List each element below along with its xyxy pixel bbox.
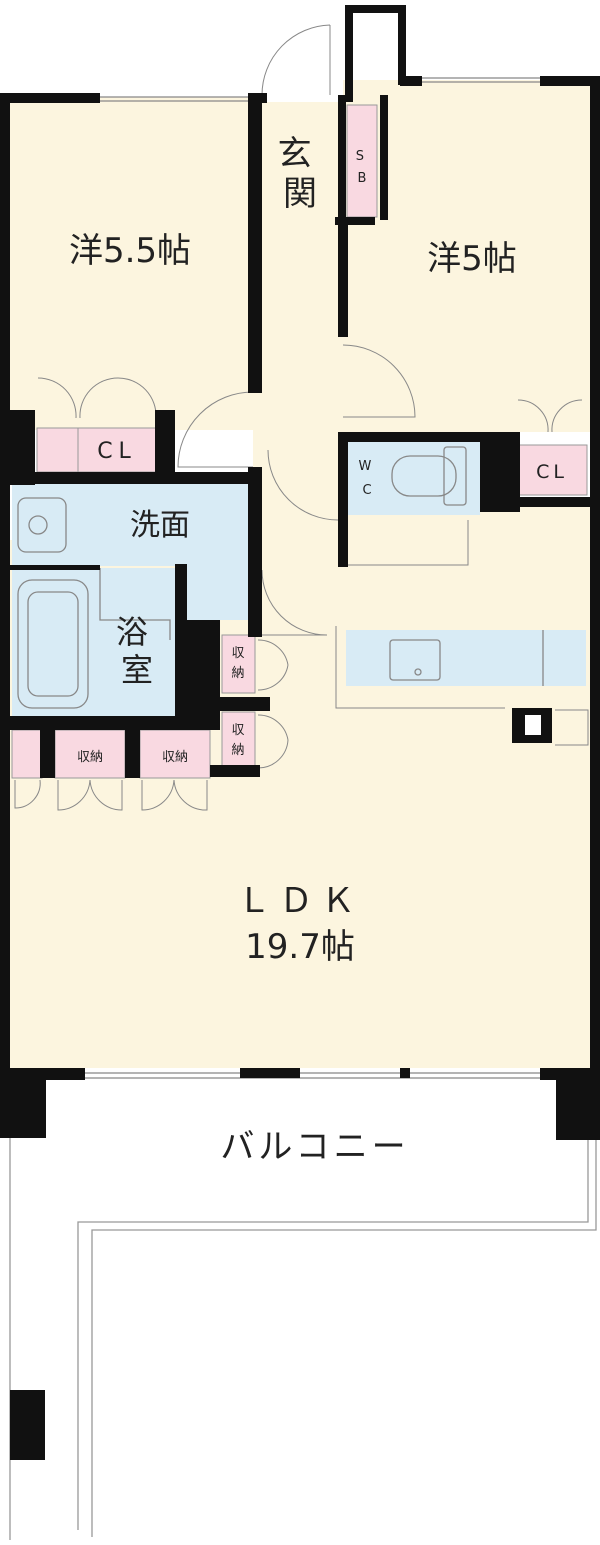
entrance-label: 玄 関 — [278, 134, 323, 214]
storage-hall-1 — [221, 634, 256, 694]
balcony-rails — [9, 1100, 597, 1540]
washbasin — [17, 497, 67, 553]
bathroom-label: 浴 室 — [116, 613, 158, 689]
room-fills — [10, 80, 590, 1068]
shoebox-label: S B — [356, 149, 368, 186]
svg-text:収納: 収納 — [162, 750, 188, 765]
door-swings — [14, 24, 589, 811]
storage-labels: 収納 収納 収納 収納 — [77, 646, 245, 765]
western-left-room — [10, 97, 253, 430]
storage-bottom-1 — [54, 729, 126, 779]
toilet-label: W C — [359, 459, 376, 498]
western-left-label: 洋5.5帖 — [69, 231, 191, 271]
ldk-label: ＬＤＫ — [237, 881, 363, 921]
entrance-room — [262, 102, 343, 227]
bathtub — [17, 579, 89, 709]
toilet-bowl — [391, 455, 457, 497]
storage-blocks — [11, 104, 588, 779]
svg-text:S B: S B — [356, 149, 368, 186]
closet-left-label: CL — [97, 439, 137, 464]
walls — [0, 5, 600, 1460]
svg-text:収納: 収納 — [231, 723, 244, 758]
closet-right-label: CL — [536, 461, 568, 483]
washroom-extension — [185, 566, 252, 620]
storage-small — [11, 729, 43, 779]
kitchen-sink — [389, 639, 441, 681]
ldk-size-label: 19.7帖 — [245, 927, 355, 967]
western-right-label: 洋5帖 — [427, 239, 517, 279]
closet-right — [516, 444, 588, 496]
bathroom-room — [12, 568, 180, 716]
windows — [85, 77, 545, 1079]
svg-text:収納: 収納 — [77, 750, 103, 765]
labels: 洋5.5帖 洋5帖 玄 関 S B CL CL W C 洗面 浴 室 — [69, 134, 568, 1167]
balcony-label: バルコニー — [220, 1127, 409, 1167]
entrance-label-text: 玄 関 — [278, 134, 323, 214]
storage-hall-2 — [221, 711, 256, 771]
kitchen-counter — [346, 630, 586, 686]
toilet-room — [343, 440, 480, 515]
svg-text:W C: W C — [359, 459, 376, 498]
washroom-label: 洗面 — [130, 508, 190, 543]
svg-text:収納: 収納 — [231, 646, 244, 681]
fixtures — [17, 446, 544, 709]
svg-text:浴 室: 浴 室 — [116, 613, 158, 689]
